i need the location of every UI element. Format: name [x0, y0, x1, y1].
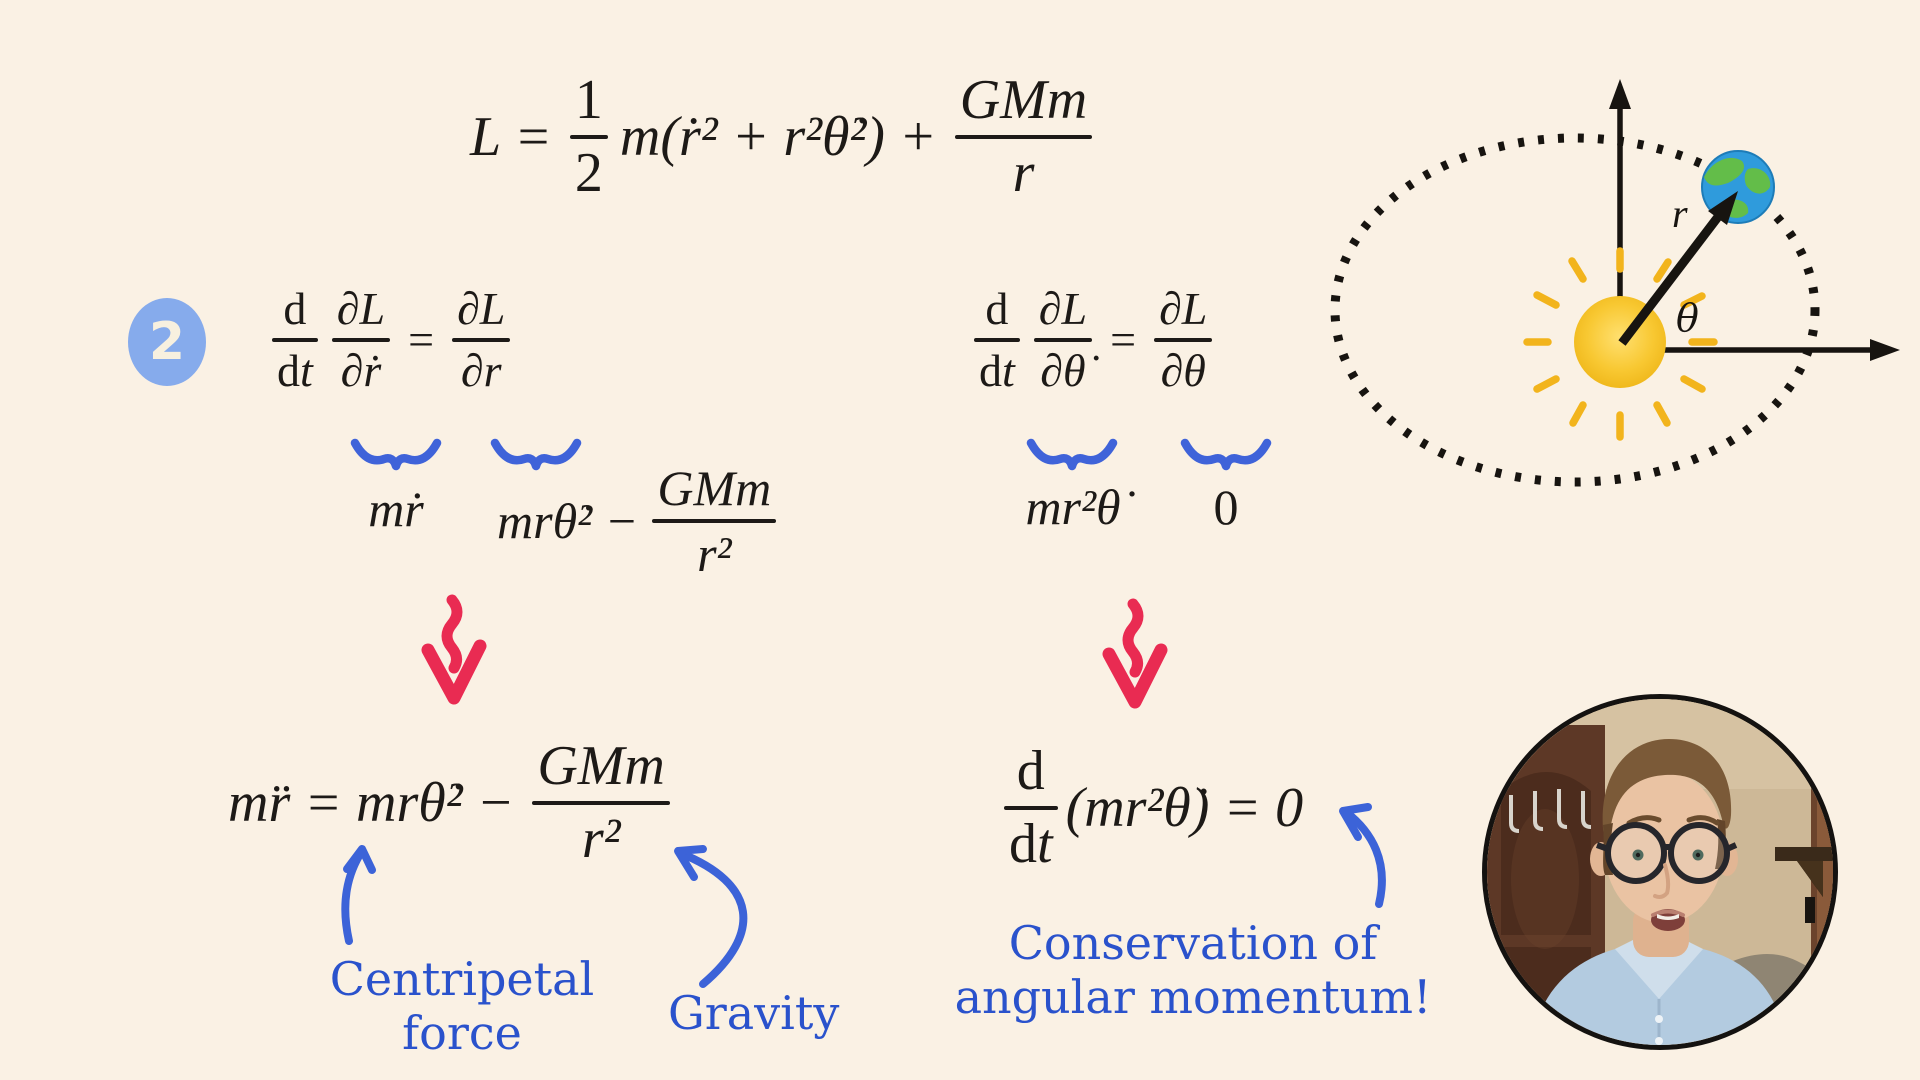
d-glyph: d: [1009, 813, 1037, 875]
kinetic-term: m(ṙ² + r²θ̇²) +: [619, 106, 937, 168]
fraction-denominator: r²: [697, 526, 732, 582]
fraction-bar: [452, 337, 511, 342]
lagrangian-equation: L = 1 2 m(ṙ² + r²θ̇²) + GMm r: [470, 58, 1096, 216]
lagrangian-lhs: L =: [470, 106, 552, 168]
label-line: Conservation of: [1008, 916, 1378, 970]
label-line: angular momentum!: [954, 970, 1432, 1025]
d-dt-fraction: d dt: [268, 283, 322, 396]
gravity-label: Gravity: [668, 986, 839, 1040]
fraction-bar: [974, 337, 1020, 342]
orbit-diagram: r θ: [1330, 79, 1900, 487]
r-vector: [1618, 191, 1738, 346]
underbrace-icon: [350, 438, 442, 471]
person: [1531, 739, 1787, 1045]
fraction-numerator: d: [1016, 740, 1045, 803]
angular-momentum-equation: d dt (mr²θ̇) = 0: [1000, 733, 1303, 883]
label-line: Centripetal: [329, 952, 595, 1006]
fraction-numerator: d: [985, 283, 1009, 334]
d-glyph: d: [979, 344, 1002, 396]
underbrace-icon: [490, 438, 582, 471]
angular-equation-rhs: (mr²θ̇) = 0: [1065, 777, 1304, 839]
angular-momentum-term: mr²θ̇: [1008, 478, 1138, 536]
underbrace-icon: [1026, 438, 1118, 471]
step-badge-number: 2: [148, 312, 186, 372]
conservation-arrow-icon: [1339, 803, 1386, 908]
momentum-term-r: mṙ: [346, 480, 446, 538]
r-label: r: [1672, 191, 1688, 236]
fraction-bar: [954, 135, 1093, 139]
theta-label: θ: [1676, 296, 1699, 340]
d-dt-fraction: d dt: [970, 283, 1024, 396]
fraction-numerator: ∂L: [336, 283, 386, 334]
fraction-bar: [652, 519, 777, 523]
equals-sign: =: [408, 314, 435, 366]
dL-drdot-fraction: ∂L ∂ṙ: [328, 283, 394, 396]
gravity-arrow-icon: [674, 845, 748, 988]
dL-dtheta-fraction: ∂L ∂θ: [1150, 283, 1216, 396]
radial-equation: mr̈ = mrθ̇² − GMm r²: [228, 728, 674, 878]
fraction-bar: [1154, 337, 1213, 342]
fraction-denominator: ∂ṙ: [340, 344, 382, 396]
fraction-bar: [331, 337, 391, 342]
conservation-label: Conservation of angular momentum!: [913, 916, 1473, 1025]
fraction-denominator: r²: [581, 808, 621, 870]
term-text: mṙ: [368, 481, 424, 537]
force-terms-r: mrθ̇² − GMm r²: [497, 460, 780, 582]
fraction-denominator: ∂θ̇: [1040, 344, 1086, 396]
fraction-numerator: d: [283, 283, 307, 334]
zero-term: 0: [1196, 478, 1256, 536]
fraction-denominator: ∂θ: [1160, 344, 1206, 396]
webcam-avatar: [1482, 694, 1838, 1050]
fraction-bar: [1004, 806, 1058, 810]
gravity-term-fraction: GMm r²: [648, 460, 780, 582]
centripetal-term: mrθ̇² −: [497, 493, 639, 549]
step-badge: 2: [128, 298, 206, 386]
fraction-numerator: 1: [574, 69, 603, 132]
d-glyph: d: [277, 344, 300, 396]
fraction-numerator: ∂L: [457, 283, 506, 334]
euler-lagrange-theta-equation: d dt ∂L ∂θ̇ = ∂L ∂θ: [970, 283, 1216, 396]
hair: [1602, 739, 1732, 835]
label-line: force: [402, 1006, 522, 1061]
term-text: mr²θ̇: [1025, 479, 1121, 535]
t-glyph: t: [300, 344, 313, 396]
fraction-denominator: dt: [1004, 813, 1058, 876]
fraction-bar: [1033, 337, 1093, 342]
fraction-numerator: ∂L: [1159, 283, 1208, 334]
gravity-term-fraction: GMm r²: [528, 735, 674, 870]
fraction-denominator: ∂r: [460, 344, 502, 396]
euler-lagrange-r-equation: d dt ∂L ∂ṙ = ∂L ∂r: [268, 283, 514, 396]
equals-sign: =: [1110, 314, 1137, 366]
fraction-bar: [532, 801, 670, 805]
fraction-numerator: GMm: [959, 69, 1088, 132]
one-half-fraction: 1 2: [566, 69, 612, 204]
fraction-denominator: dt: [272, 345, 318, 397]
webcam-scene: [1487, 699, 1833, 1045]
label-line: Gravity: [668, 986, 840, 1040]
fraction-numerator: GMm: [657, 460, 772, 516]
dL-dr-fraction: ∂L ∂r: [448, 283, 514, 396]
gravity-potential-fraction: GMm r: [951, 69, 1097, 204]
underbrace-icon: [1180, 438, 1272, 471]
t-glyph: t: [1037, 813, 1053, 875]
flow-arrow-down-icon: [421, 594, 487, 705]
orbit-path: [1330, 133, 1820, 487]
fraction-bar: [272, 337, 318, 342]
radial-equation-lhs: mr̈ = mrθ̇² −: [228, 772, 515, 834]
wall-shelf: [1775, 847, 1833, 923]
glasses: [1595, 822, 1738, 884]
fraction-numerator: ∂L: [1038, 283, 1088, 334]
fraction-denominator: dt: [974, 345, 1020, 397]
term-text: 0: [1213, 479, 1239, 535]
fraction-denominator: r: [1012, 142, 1035, 204]
fraction-numerator: GMm: [537, 735, 665, 798]
d-dt-fraction: d dt: [1000, 740, 1062, 875]
t-glyph: t: [1002, 344, 1015, 396]
centripetal-force-label: Centripetal force: [312, 952, 612, 1061]
dL-dthetadot-fraction: ∂L ∂θ̇: [1030, 283, 1096, 396]
fraction-bar: [569, 135, 608, 139]
fraction-denominator: 2: [574, 142, 603, 204]
flow-arrow-down-icon: [1102, 598, 1168, 709]
